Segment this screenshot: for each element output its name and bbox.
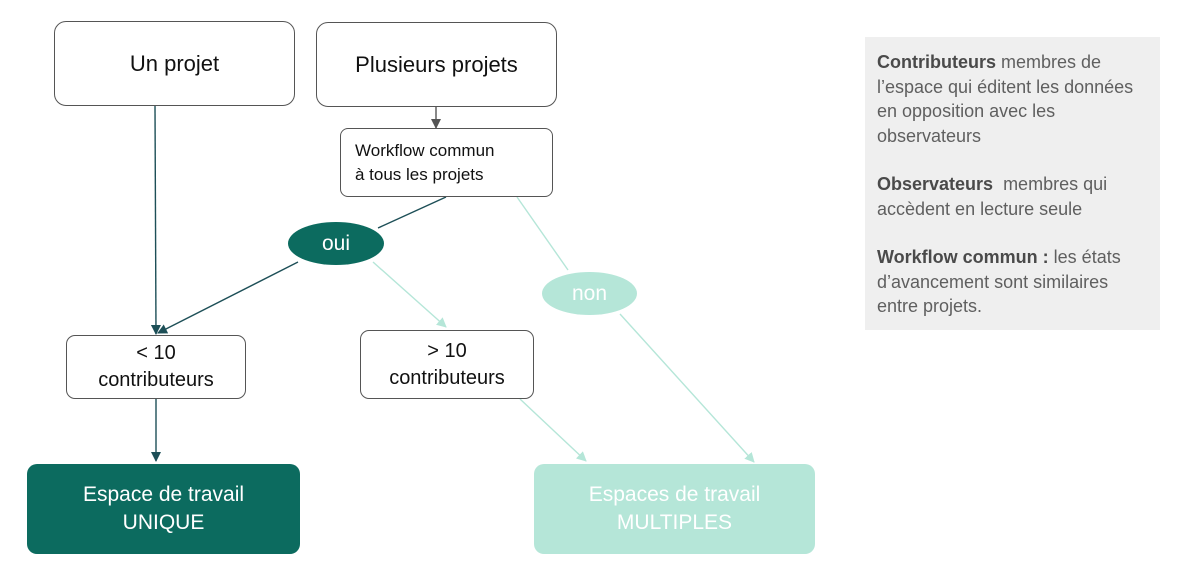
node-espace-unique-label: Espace de travail UNIQUE — [82, 483, 245, 534]
legend-panel: Contributeurs membres de l’espace qui éd… — [865, 37, 1160, 330]
edge-non-to-multiples — [619, 313, 755, 463]
legend-contributeurs-term: Contributeurs — [877, 52, 996, 72]
node-moins-10-contributeurs: < 10 contributeurs — [66, 335, 246, 399]
legend-workflow: Workflow commun : les états d’avancement… — [877, 245, 1148, 319]
legend-observateurs: Observateurs membres qui accèdent en lec… — [877, 172, 1148, 221]
legend-contributeurs-def: membres de l’espace qui éditent les donn… — [877, 52, 1134, 146]
node-plusieurs-projets-label: Plusieurs projets — [355, 51, 518, 77]
decision-oui: oui — [288, 222, 384, 265]
edge-plus10-to-multiples — [519, 398, 587, 462]
node-un-projet: Un projet — [54, 21, 295, 106]
node-un-projet-label: Un projet — [129, 50, 220, 76]
decision-oui-label: oui — [321, 231, 351, 255]
edge-unprojet-to-moins10 — [150, 105, 161, 335]
node-moins-10-label: < 10 contributeurs — [98, 342, 214, 391]
node-plus-10-label: > 10 contributeurs — [389, 339, 505, 389]
legend-observateurs-term: Observateurs — [877, 174, 994, 194]
edge-workflow-oui — [377, 196, 447, 229]
node-workflow-commun: Workflow commun à tous les projets — [340, 128, 553, 197]
decision-non: non — [542, 272, 637, 315]
node-espaces-multiples-label: Espaces de travail MULTIPLES — [588, 483, 761, 534]
edge-oui-to-plus10 — [372, 261, 447, 328]
node-espaces-multiples: Espaces de travail MULTIPLES — [534, 464, 815, 554]
node-plus-10-contributeurs: > 10 contributeurs — [360, 330, 534, 399]
node-espace-unique: Espace de travail UNIQUE — [27, 464, 300, 554]
legend-observateurs-def: membres qui accèdent en lecture seule — [877, 174, 1113, 219]
decision-non-label: non — [571, 281, 608, 305]
edge-oui-to-moins10 — [157, 261, 299, 334]
legend-contributeurs: Contributeurs membres de l’espace qui éd… — [877, 50, 1148, 148]
edge-workflow-non — [516, 196, 569, 271]
legend-workflow-term: Workflow commun : — [877, 247, 1049, 267]
node-workflow-commun-label: Workflow commun à tous les projets — [355, 140, 495, 184]
legend-workflow-def: les états d’avancement sont similaires e… — [877, 247, 1121, 316]
node-plusieurs-projets: Plusieurs projets — [316, 22, 557, 107]
